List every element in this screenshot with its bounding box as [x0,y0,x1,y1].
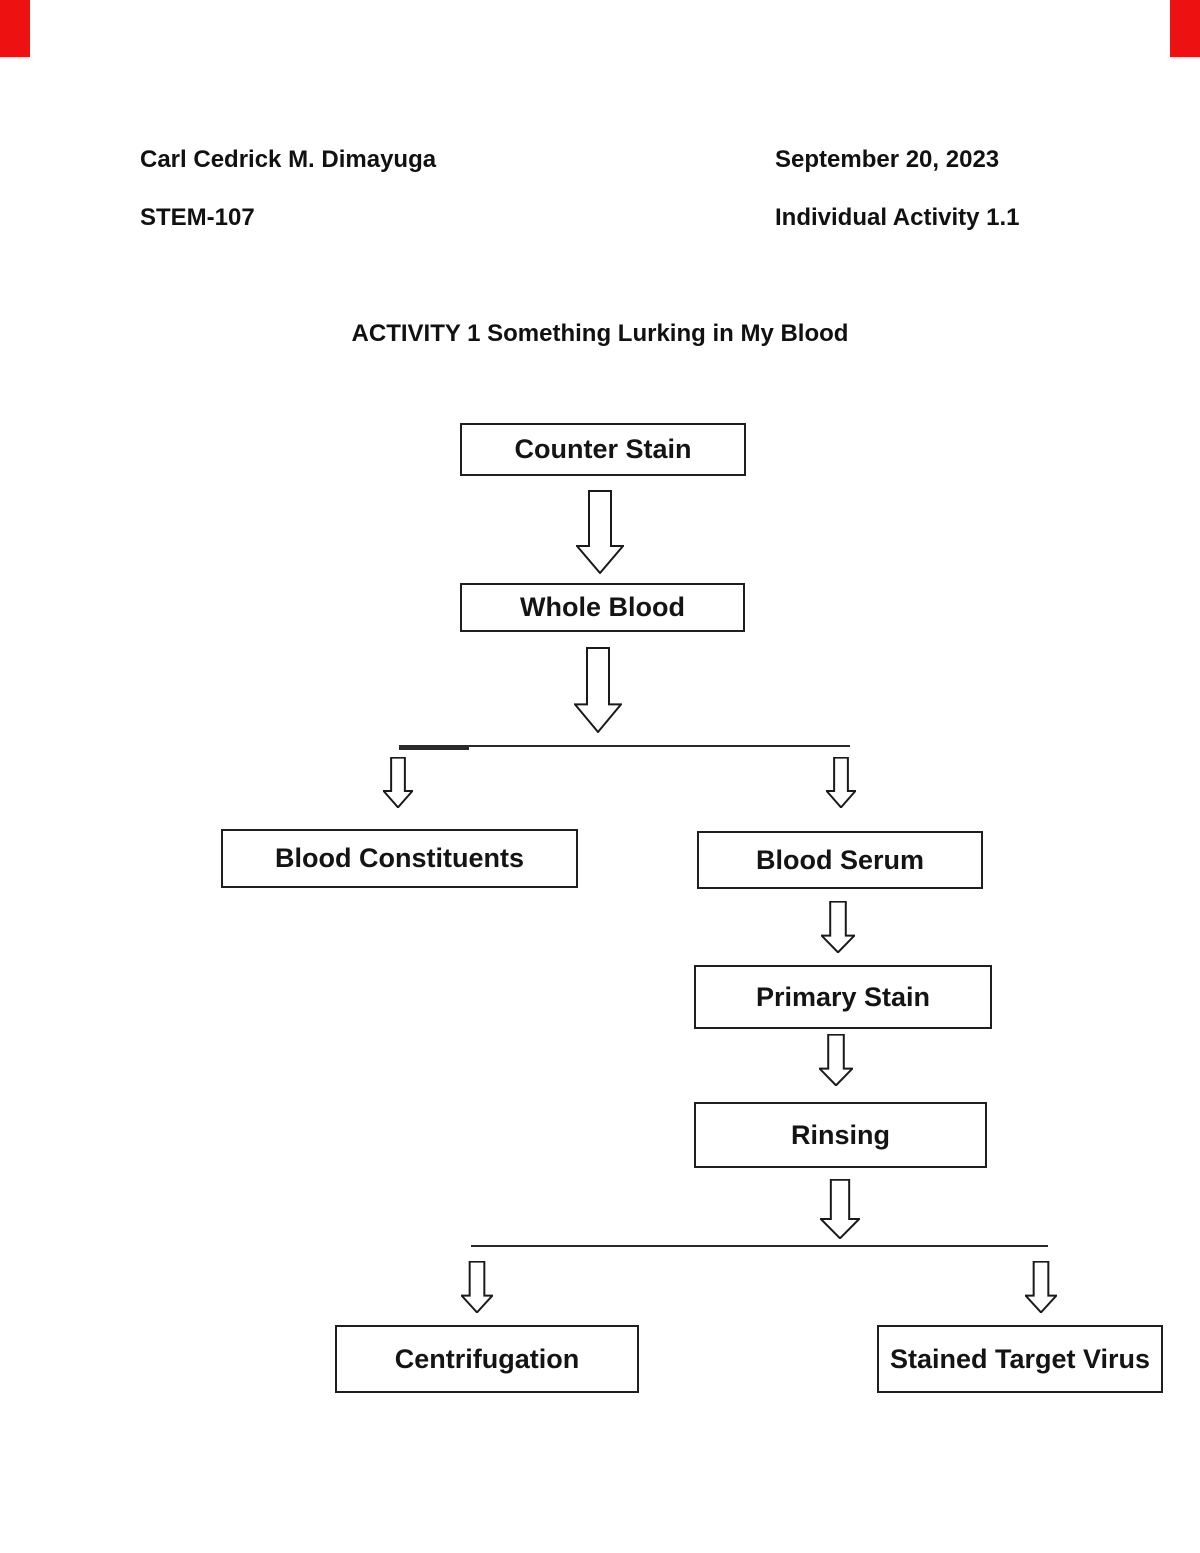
flow-node-rinsing: Rinsing [694,1102,987,1168]
down-arrow-icon [574,647,622,733]
flow-node-blood-serum: Blood Serum [697,831,983,889]
course-code: STEM-107 [140,204,255,231]
connector-line-top-split-step [399,747,469,750]
author-name: Carl Cedrick M. Dimayuga [140,146,437,173]
down-arrow-icon [826,757,856,808]
page-corner-marker-left [0,0,30,57]
flow-node-stained-target-virus: Stained Target Virus [877,1325,1163,1393]
down-arrow-icon [461,1261,493,1313]
activity-label: Individual Activity 1.1 [775,204,1020,231]
flow-node-centrifugation: Centrifugation [335,1325,639,1393]
down-arrow-icon [576,490,624,574]
down-arrow-icon [383,757,413,808]
down-arrow-icon [821,901,855,953]
flow-node-whole-blood: Whole Blood [460,583,745,632]
connector-line-top-split [399,745,850,747]
flow-node-primary-stain: Primary Stain [694,965,992,1029]
down-arrow-icon [1025,1261,1057,1313]
page-corner-marker-right [1170,0,1200,57]
down-arrow-icon [819,1034,853,1086]
down-arrow-icon [820,1179,860,1239]
connector-line-bottom-split [471,1245,1048,1247]
page-title: ACTIVITY 1 Something Lurking in My Blood [351,320,849,347]
flow-node-counter-stain: Counter Stain [460,423,746,476]
document-date: September 20, 2023 [775,146,1000,173]
flow-node-blood-constituents: Blood Constituents [221,829,578,888]
